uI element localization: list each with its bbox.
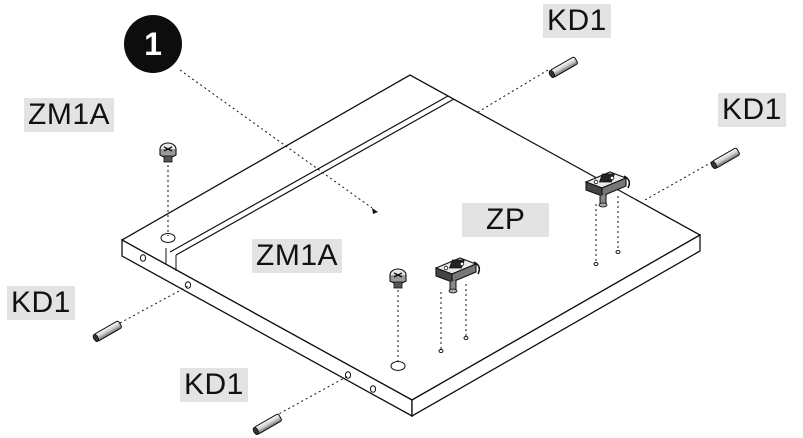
step-number-badge: 1	[124, 15, 182, 73]
part-label-kd1: KD1	[7, 286, 75, 320]
part-label-kd1: KD1	[180, 368, 248, 402]
kd1-dowel-icon	[709, 147, 741, 171]
kd1-dowel-icon	[91, 320, 123, 344]
part-label-kd1: KD1	[543, 4, 611, 38]
kd1-dowel-icon	[251, 413, 283, 437]
board-holes	[139, 233, 621, 393]
kd1-dowel-icon	[547, 56, 579, 80]
arrow-head-icon	[372, 208, 378, 214]
assembly-guide-lines	[119, 69, 713, 417]
part-label-kd1: KD1	[718, 93, 786, 127]
part-label-zp: ZP	[462, 203, 550, 237]
part-label-zm1a: ZM1A	[24, 98, 115, 132]
part-label-zm1a: ZM1A	[252, 239, 343, 273]
zm1a-cam-lock-icon	[159, 142, 177, 163]
board-panel	[120, 74, 702, 418]
